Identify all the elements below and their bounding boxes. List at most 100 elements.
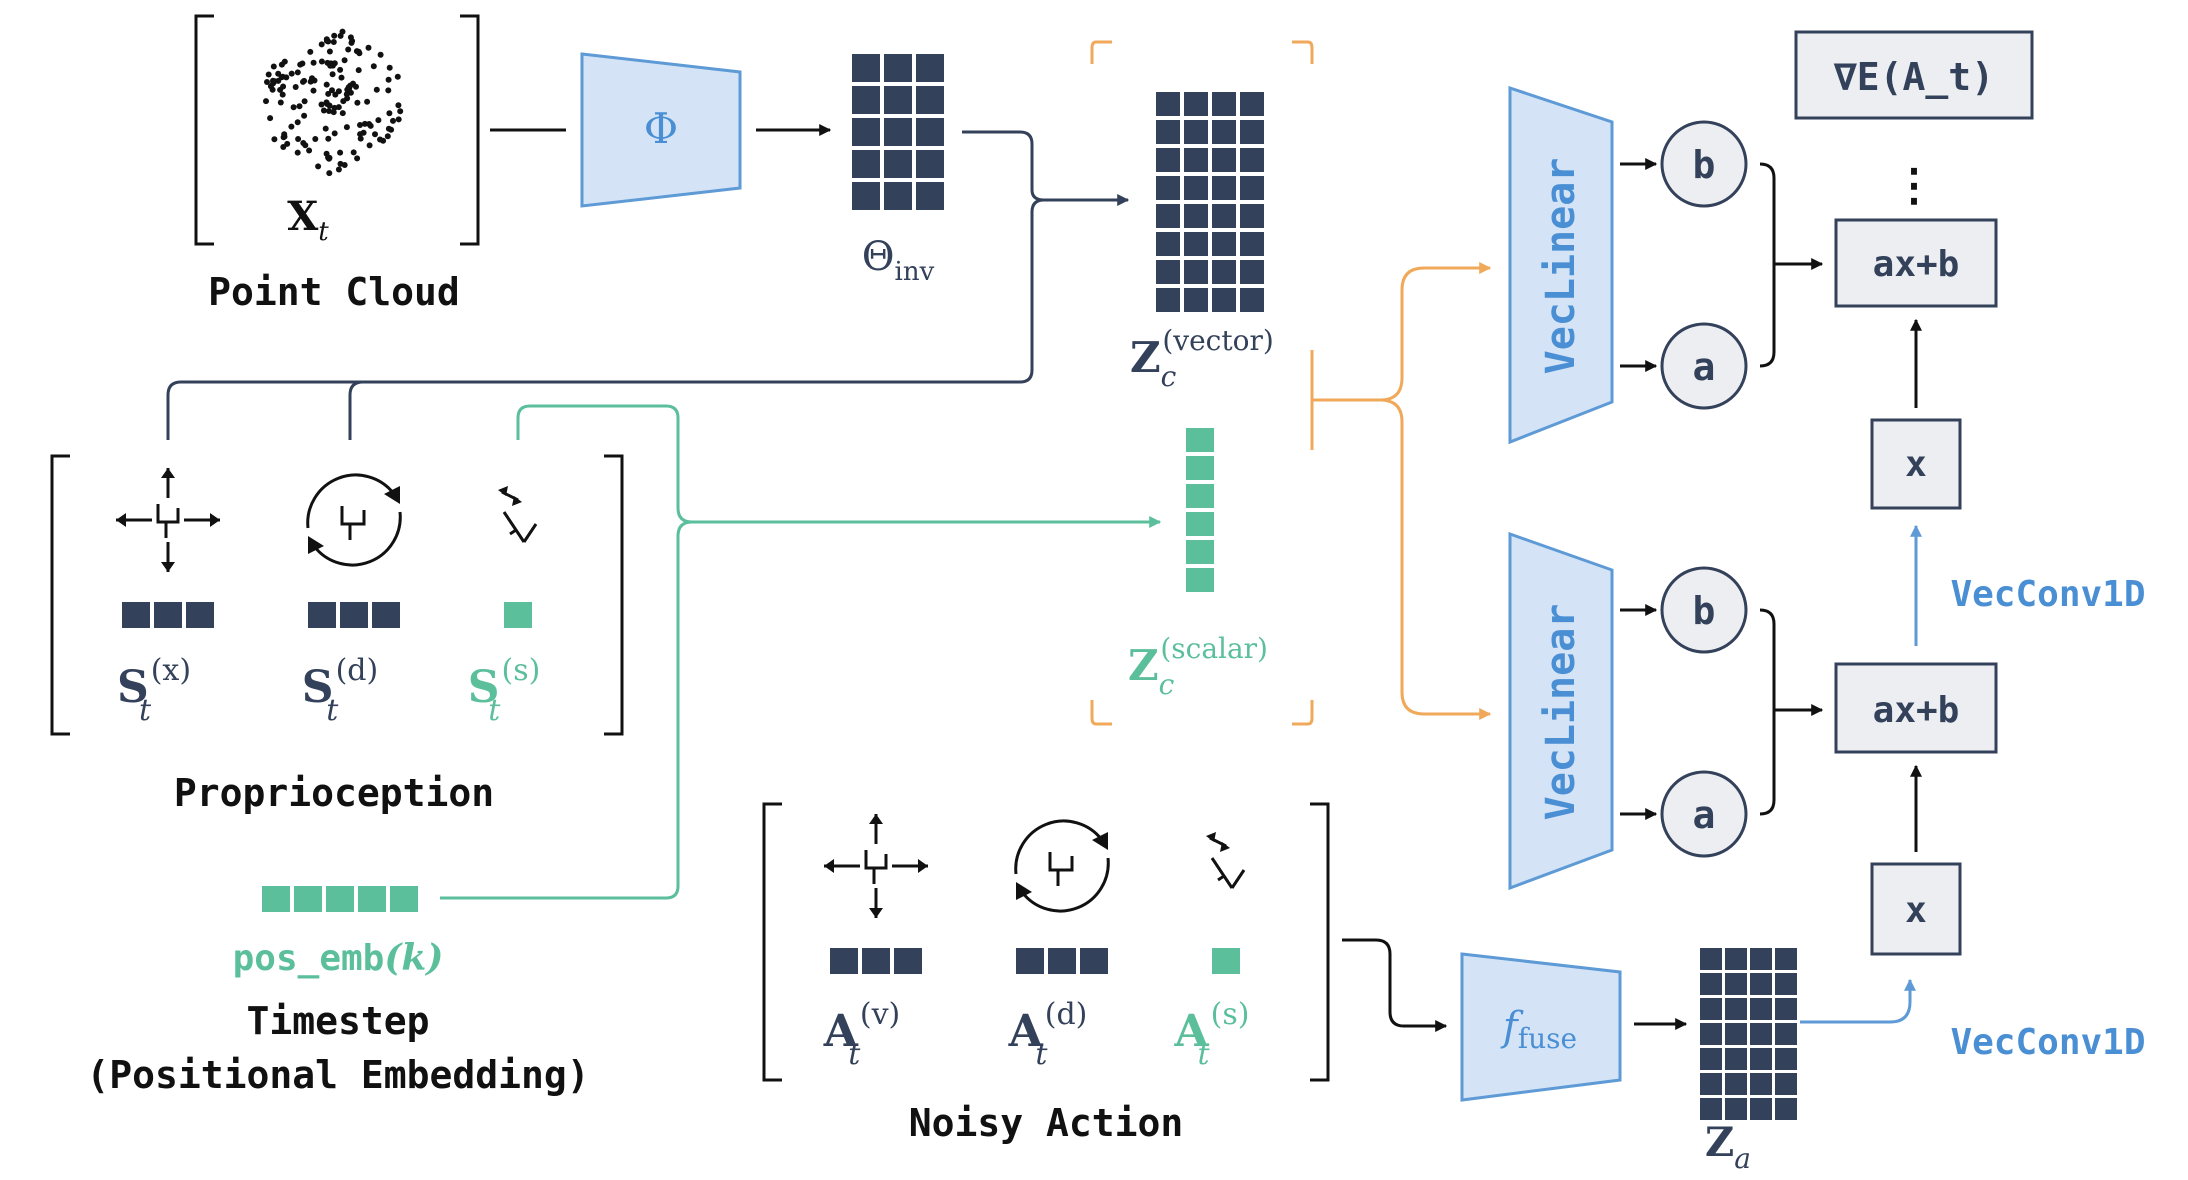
zvec-cell (1156, 204, 1180, 228)
zscal-cell (1186, 568, 1214, 592)
point-dot (357, 122, 363, 128)
za-cell (1700, 1098, 1722, 1120)
zvec-cell (1184, 204, 1208, 228)
zvec-cell (1184, 232, 1208, 256)
translate-arrows-icon (824, 814, 928, 918)
point-dot (390, 117, 396, 124)
rotate-arrows-icon (1014, 819, 1110, 913)
point-dot (343, 124, 350, 131)
point-dot (344, 95, 351, 102)
za-cell (1700, 948, 1722, 970)
translate-arrows-icon (116, 468, 220, 572)
theta-cell (852, 54, 880, 82)
theta-cell (884, 118, 912, 146)
point-dot (339, 110, 346, 117)
zvec-cell (1212, 120, 1236, 144)
point-cloud-caption: Point Cloud (208, 270, 460, 314)
zc-vector-label: Zc(vector) (1130, 324, 1274, 393)
proprioception-caption: Proprioception (174, 771, 494, 815)
za-cell (1750, 973, 1772, 995)
point-dot (288, 70, 295, 77)
za-cell (1750, 1023, 1772, 1045)
zvec-cell (1156, 232, 1180, 256)
za-cell (1725, 948, 1747, 970)
point-dot (295, 136, 302, 142)
point-dot (375, 117, 382, 124)
point-dot (373, 86, 380, 93)
pos-emb-cell (390, 886, 418, 912)
zvec-cell (1240, 260, 1264, 284)
point-dot (318, 41, 325, 48)
zvec-cell (1212, 288, 1236, 312)
point-dot (338, 74, 345, 81)
point-dot (380, 137, 387, 144)
zc-bracket-br (1292, 700, 1314, 726)
point-dot (337, 32, 344, 39)
zvec-cell (1212, 232, 1236, 256)
point-dot (366, 121, 373, 127)
right-bracket (460, 14, 480, 246)
theta-to-zvector-arrow (962, 130, 1130, 206)
x-box-bottom: x (1870, 862, 1962, 956)
point-dot (337, 149, 344, 156)
proprio-bar-cell (154, 602, 182, 628)
point-dot (283, 74, 290, 81)
point-dot (271, 136, 278, 143)
zvec-cell (1240, 288, 1264, 312)
action-right-bracket (1310, 802, 1330, 1082)
proprio-bar-cell (372, 602, 400, 628)
point-dot (318, 58, 325, 65)
point-dot (395, 116, 402, 123)
zvec-cell (1240, 148, 1264, 172)
zscal-cell (1186, 512, 1214, 536)
phi-encoder: Φ (580, 52, 742, 208)
theta-cell (916, 54, 944, 82)
zvec-cell (1156, 176, 1180, 200)
point-dot (335, 166, 342, 173)
za-cell (1725, 1023, 1747, 1045)
zvec-cell (1240, 120, 1264, 144)
point-dot (331, 104, 338, 111)
theta-cell (852, 118, 880, 146)
a-circle-bottom: a (1660, 770, 1748, 858)
theta-cell (916, 150, 944, 178)
point-dot (386, 110, 393, 117)
za-cell (1700, 1073, 1722, 1095)
zscal-cell (1186, 428, 1214, 452)
top-ab-merge (1759, 162, 1776, 368)
point-dot (326, 170, 333, 177)
action-label-0: A(v)t (823, 997, 901, 1072)
theta-cell (916, 182, 944, 210)
zvec-cell (1212, 176, 1236, 200)
axb-bottom-label: ax+b (1873, 690, 1960, 731)
point-dot (326, 102, 333, 109)
pos-emb-cell (262, 886, 290, 912)
zc-bracket-tr (1292, 40, 1314, 64)
point-dot (294, 69, 301, 76)
point-dot (370, 63, 377, 70)
point-dot (327, 62, 334, 69)
za-cell (1700, 998, 1722, 1020)
zscal-cell (1186, 540, 1214, 564)
point-dot (323, 37, 330, 44)
proprio-s-to-zscalar-arrow (516, 404, 1162, 528)
point-dot (385, 87, 392, 94)
point-dot (326, 154, 333, 161)
zvec-cell (1184, 92, 1208, 116)
point-dot (354, 155, 361, 162)
za-cell (1700, 1048, 1722, 1070)
point-dot (264, 79, 270, 85)
axb-box-top: ax+b (1834, 218, 1998, 308)
action-bar-cell (1016, 948, 1044, 974)
point-dot (301, 112, 308, 119)
posemb-to-zscalar-line (440, 520, 693, 900)
point-dot (357, 131, 364, 138)
veclinear-top: VecLinear (1508, 85, 1614, 445)
theta-cell (916, 118, 944, 146)
point-dot (366, 142, 373, 149)
x-box-top: x (1870, 418, 1962, 510)
point-dot (278, 74, 285, 81)
point-dot (310, 87, 317, 94)
b-circle-top: b (1660, 120, 1748, 208)
proprio-bar-cell (504, 602, 532, 628)
